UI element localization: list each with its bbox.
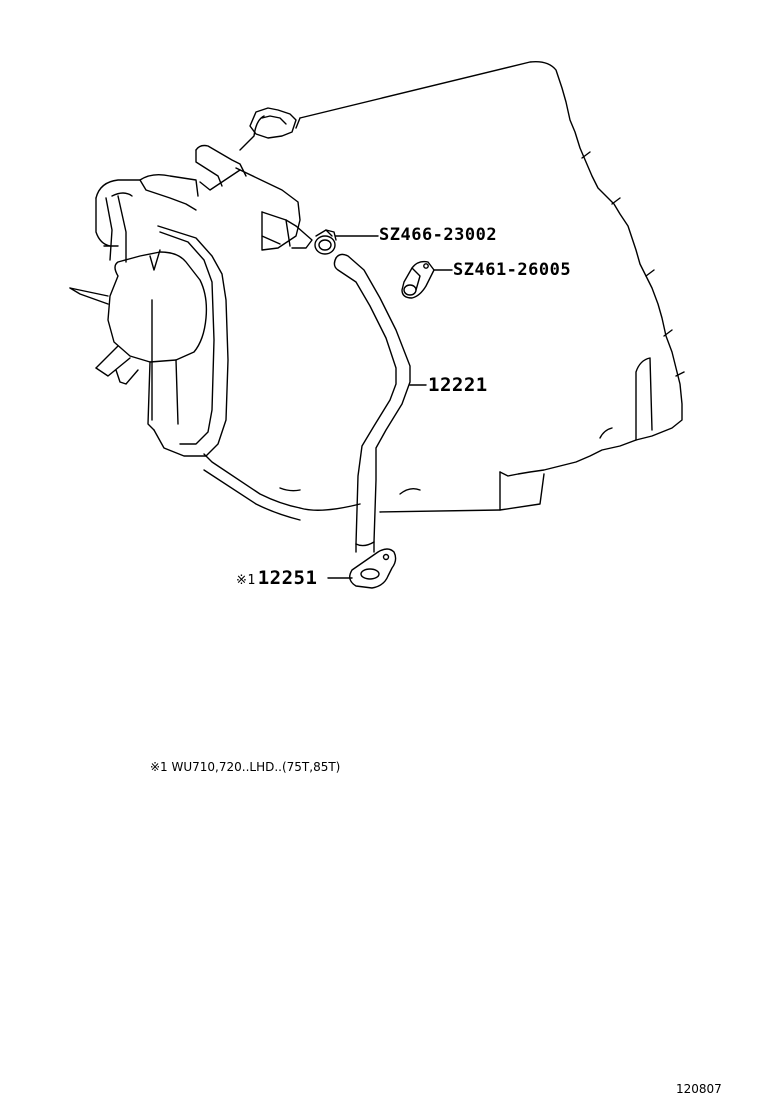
- lower-coolant-pipe: [203, 453, 301, 521]
- bracket-part-number-text: 12251: [257, 567, 318, 589]
- hose-bracket[interactable]: [349, 548, 397, 589]
- leader-lines: [327, 235, 453, 579]
- bracket-note-mark: ※1: [236, 573, 256, 588]
- cooling-fan: [69, 195, 208, 431]
- hose-clip[interactable]: [401, 260, 435, 299]
- hose-part-number[interactable]: 12221: [428, 374, 488, 396]
- drawing-number: 120807: [676, 1082, 722, 1096]
- applicability-note: ※1 WU710,720..LHD..(75T,85T): [150, 760, 341, 774]
- thermostat-housing: [195, 144, 313, 251]
- engine-block: [239, 60, 685, 513]
- hose-12221[interactable]: [333, 253, 411, 553]
- hose-clamp[interactable]: [314, 229, 337, 255]
- fan-shroud: [95, 173, 229, 457]
- clip-part-number[interactable]: SZ461-26005: [453, 260, 572, 280]
- clamp-part-number[interactable]: SZ466-23002: [379, 225, 498, 245]
